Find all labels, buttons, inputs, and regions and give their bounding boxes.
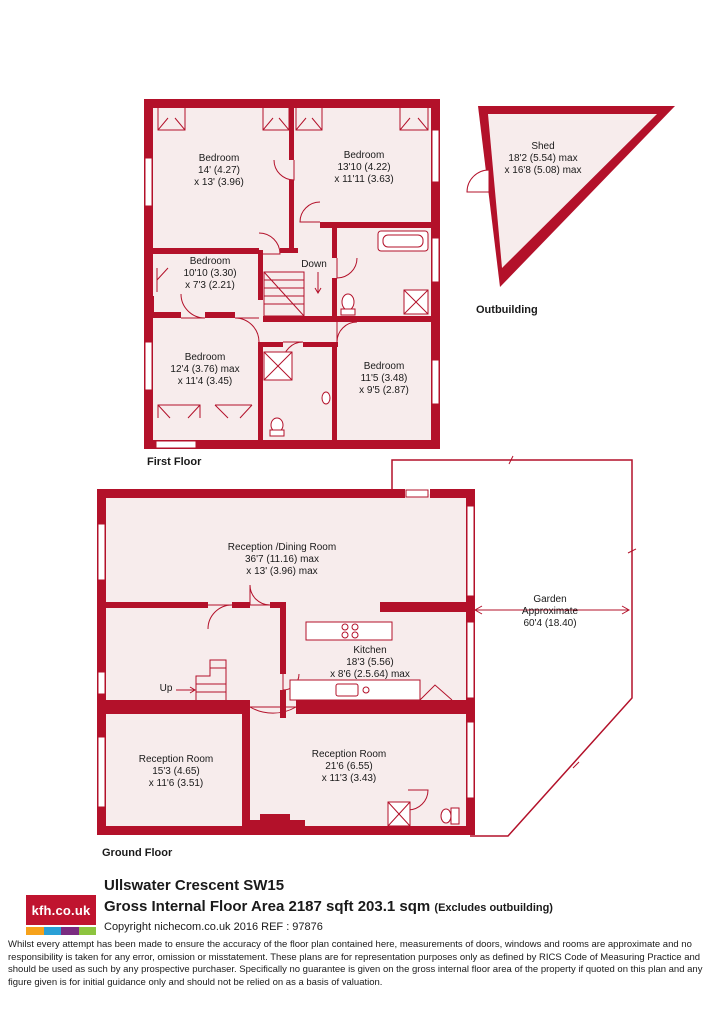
first-floor-wardrobes [156,108,429,419]
room-name: Reception Room [139,754,213,765]
floor-area: Gross Internal Floor Area 2187 sqft 203.… [104,898,553,915]
first-floor-stairs [263,271,322,317]
room-dimension: 18'3 (5.56) [346,657,394,668]
room-name: Bedroom [199,153,240,164]
shed-dimension: x 16'8 (5.08) max [505,165,582,176]
ground-floor-interior-walls [97,602,474,834]
room-name: Bedroom [190,256,231,267]
room-dimension: x 11'4 (3.45) [178,376,233,387]
logo-color-bar [26,927,96,935]
room-dimension: 15'3 (4.65) [152,766,200,777]
first-floor-area [149,104,435,447]
garden-name: Garden [533,594,566,605]
room-dimension: x 9'5 (2.87) [359,385,409,396]
floor-area-note: (Excludes outbuilding) [434,902,553,914]
room-name: Reception /Dining Room [228,542,336,553]
room-dimension: 21'6 (6.55) [325,761,373,772]
room-dimension: x 13' (3.96) max [246,566,317,577]
floor-area-main: Gross Internal Floor Area 2187 sqft 203.… [104,898,431,915]
disclaimer: Whilst every attempt has been made to en… [8,939,703,988]
garden-dimension: 60'4 (18.40) [523,618,576,629]
shed-dimension: 18'2 (5.54) max [508,153,577,164]
room-name: Kitchen [353,645,386,656]
outbuilding-plan: Shed 18'2 (5.54) max x 16'8 (5.08) max O… [466,106,675,316]
room-dimension: x 11'11 (3.63) [334,174,393,185]
garden-subtitle: Approximate [522,606,579,617]
ground-floor-stairs [176,659,227,700]
room-dimension: 12'4 (3.76) max [170,364,239,375]
shed-door [466,169,490,193]
room-name: Reception Room [312,749,386,760]
room-dimension: 11'5 (3.48) [361,373,408,384]
room-dimension: x 11'6 (3.51) [149,778,204,789]
first-floor-doors [180,159,358,363]
ground-floor-plan: Reception /Dining Room 36'7 (11.16) max … [97,455,637,859]
garden-boundary [391,459,633,837]
ground-floor-room-labels: Reception /Dining Room 36'7 (11.16) max … [139,542,579,789]
garden-boundary-marks [508,455,637,769]
outbuilding-label: Outbuilding [476,304,538,316]
first-floor-bathroom-fixtures [263,230,429,437]
logo-text: kfh.co.uk [31,902,91,918]
logo-bar-blue [43,927,61,935]
property-address: Ullswater Crescent SW15 [104,877,285,894]
room-dimension: x 8'6 (2.5.64) max [330,669,410,680]
cloakroom-fixtures [387,801,460,827]
logo-bar-orange [26,927,44,935]
stair-label: Down [301,259,327,270]
shed-floor [488,114,657,268]
shed-door-opening [477,170,489,192]
room-dimension: x 7'3 (2.21) [185,280,235,291]
stair-label: Up [160,683,173,694]
room-dimension: x 11'3 (3.43) [322,773,377,784]
room-name: Bedroom [185,352,226,363]
first-floor-label: First Floor [147,456,202,468]
logo-box: kfh.co.uk [26,895,96,925]
room-name: Bedroom [344,150,385,161]
room-dimension: x 13' (3.96) [194,177,244,188]
kfh-logo: kfh.co.uk [26,895,96,937]
room-dimension: 10'10 (3.30) [183,268,236,279]
ground-floor-label: Ground Floor [102,847,173,859]
first-floor-windows [144,129,440,449]
first-floor-plan: Bedroom 14' (4.27) x 13' (3.96) Bedroom … [144,99,440,468]
logo-bar-purple [61,927,79,935]
first-floor-room-labels: Bedroom 14' (4.27) x 13' (3.96) Bedroom … [170,150,408,396]
logo-bar-green [78,927,96,935]
shed-name: Shed [531,141,554,152]
ground-floor-windows [97,489,475,808]
first-floor-interior-walls [149,104,434,442]
room-dimension: 36'7 (11.16) max [245,554,319,565]
kitchen-units [289,621,421,701]
room-dimension: 14' (4.27) [198,165,240,176]
copyright: Copyright nichecom.co.uk 2016 REF : 9787… [104,921,323,933]
room-name: Bedroom [364,361,405,372]
room-dimension: 13'10 (4.22) [337,162,390,173]
